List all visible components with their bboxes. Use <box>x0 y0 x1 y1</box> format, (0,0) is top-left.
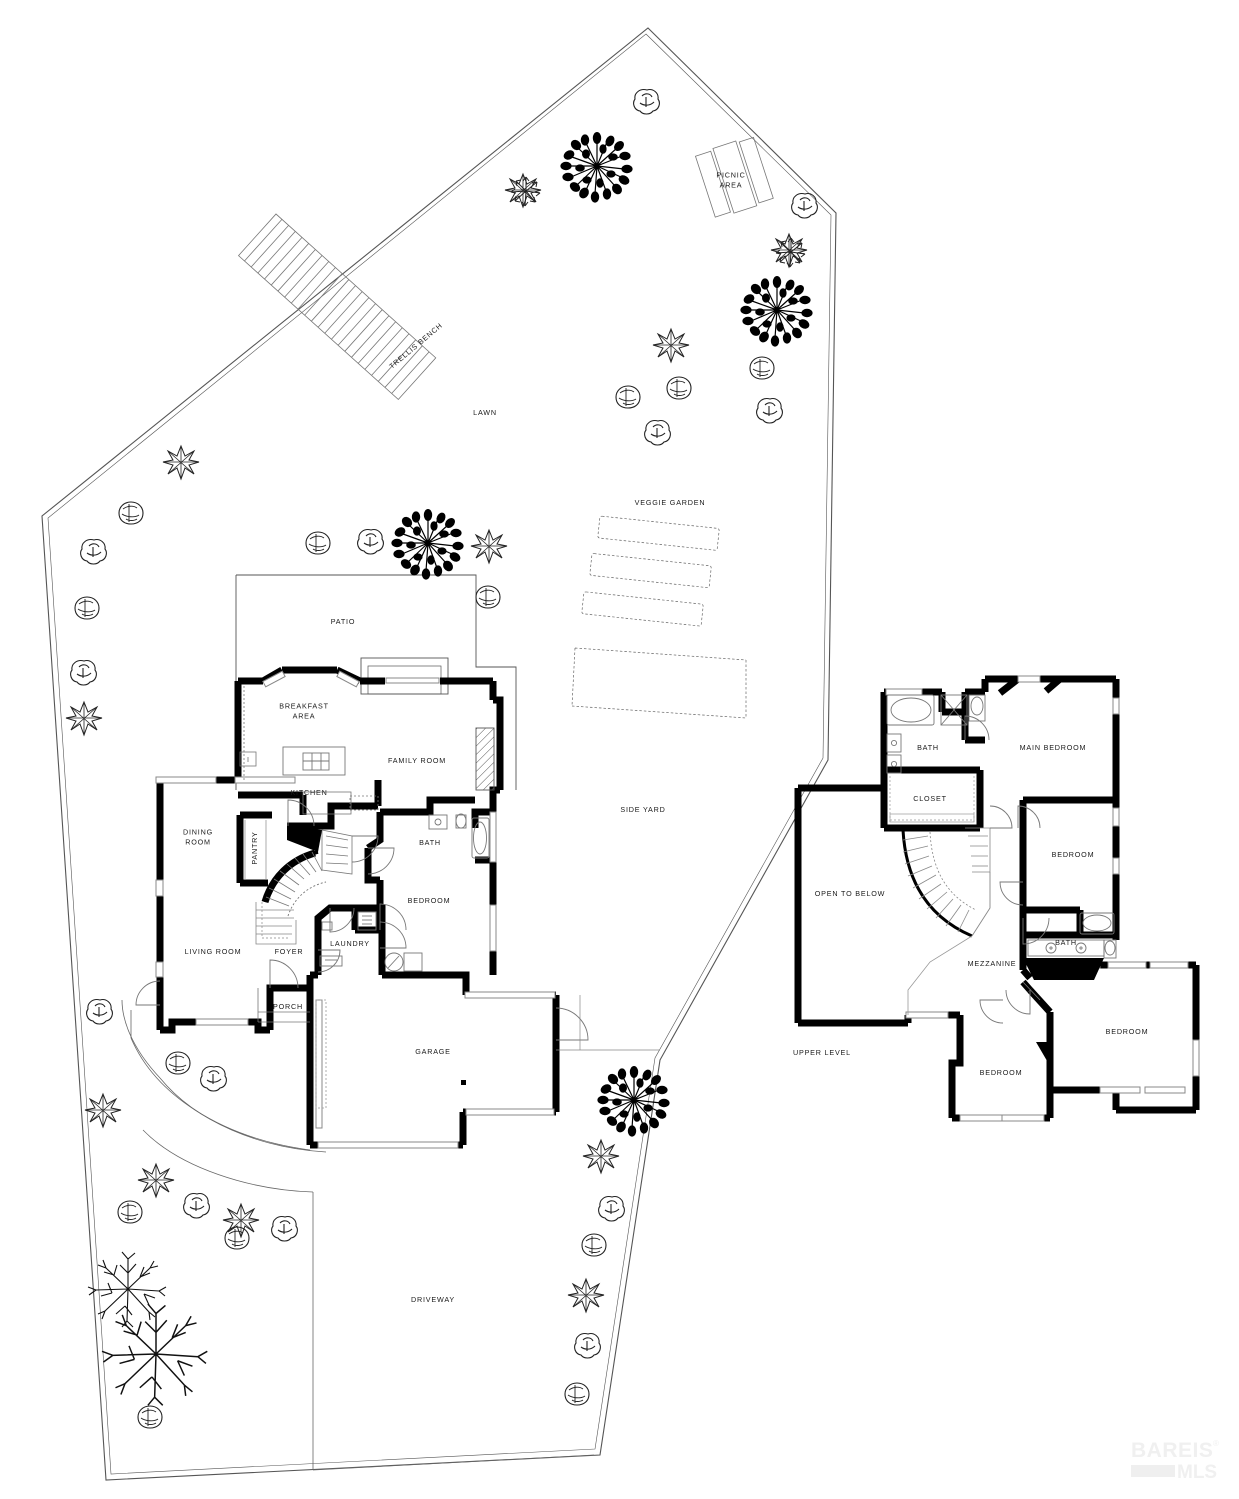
upper-hall-bath-fixtures <box>1027 912 1117 959</box>
pantry-shelves <box>244 820 267 880</box>
bath-fixtures <box>428 813 490 859</box>
upper-closet-shelves <box>889 776 975 823</box>
property-boundary <box>41 27 837 1481</box>
driveway-outline <box>121 999 595 1471</box>
fireplace <box>475 727 495 791</box>
kitchen-island <box>282 746 346 776</box>
porch-slab <box>257 988 310 1023</box>
bareis-mls-watermark: BAREIS ® MLS <box>1131 1439 1219 1483</box>
upper-door-swings <box>964 715 1050 1024</box>
landscape-symbols <box>65 89 818 1429</box>
upper-angled-wall-fill <box>1023 958 1104 1066</box>
side-yard-walk <box>556 995 660 1051</box>
laundry-fixtures <box>319 911 423 972</box>
door-swings <box>135 799 589 1041</box>
watermark-sub: MLS <box>1177 1462 1217 1483</box>
veggie-garden-beds <box>571 515 747 719</box>
kitchen-counters <box>239 686 379 815</box>
main-stair <box>255 826 353 945</box>
picnic-area-furniture <box>694 136 774 218</box>
main-level-walls <box>135 666 660 1149</box>
garage-detail <box>315 999 466 1109</box>
trellis-bench <box>237 213 437 401</box>
upper-bath-fixtures <box>886 694 986 774</box>
upper-level-walls <box>794 675 1200 1122</box>
upper-stair <box>901 827 991 1015</box>
watermark-registered-icon: ® <box>1213 1439 1219 1448</box>
watermark-brand: BAREIS <box>1131 1439 1213 1462</box>
